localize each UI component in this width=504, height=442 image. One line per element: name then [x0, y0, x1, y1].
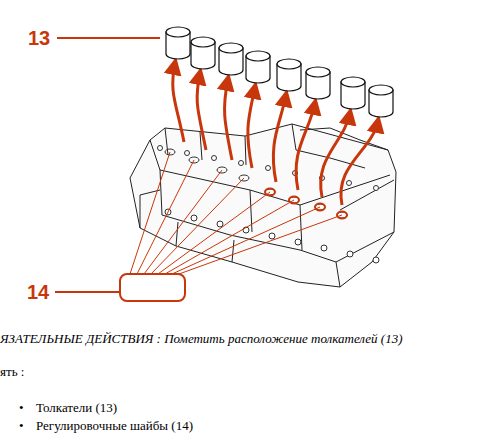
- shim-leader: [151, 178, 244, 274]
- shim-leader: [137, 160, 194, 274]
- bore-ring: [337, 212, 347, 219]
- bore-ring: [265, 189, 275, 196]
- tappet: [341, 77, 365, 109]
- head-bolt: [269, 233, 275, 239]
- removal-arrow: [273, 95, 286, 182]
- note-text: ЯЗАТЕЛЬНЫЕ ДЕЙСТВИЯ : Пометить расположе…: [0, 331, 403, 347]
- head-bolt: [212, 156, 217, 161]
- tappet: [369, 85, 393, 117]
- instruction-text: ять :: [0, 364, 24, 380]
- shim-leader: [165, 200, 294, 274]
- tappet: [219, 43, 243, 75]
- shim-leader: [144, 170, 222, 274]
- tappet: [277, 59, 301, 91]
- head-bolt: [373, 257, 379, 263]
- removal-arrow: [173, 63, 184, 142]
- removal-arrow: [341, 121, 378, 205]
- bore-ring: [289, 197, 299, 204]
- tappet-top: [191, 37, 215, 47]
- removal-arrow: [225, 79, 232, 160]
- tappet-top: [219, 43, 243, 53]
- shim-leader: [130, 152, 170, 274]
- head-bolt: [185, 151, 190, 156]
- bore-ring: [315, 204, 325, 211]
- list-item: Толкатели (13): [36, 400, 117, 416]
- head-bolt: [239, 161, 244, 166]
- head-bolt: [347, 251, 353, 257]
- tappet: [191, 37, 215, 69]
- tappet-top: [277, 59, 301, 69]
- list-item: Регулировочные шайбы (14): [36, 418, 193, 434]
- head-bolt: [266, 166, 271, 171]
- tappet-top: [341, 77, 365, 87]
- callout-number: 13: [28, 27, 50, 50]
- tappet-top: [369, 85, 393, 95]
- head-bolt: [347, 181, 352, 186]
- tappet-top: [306, 67, 330, 77]
- cylinder-head: [130, 124, 396, 287]
- head-bolt: [217, 221, 223, 227]
- removal-arrow: [296, 103, 315, 190]
- tappet-top: [166, 27, 190, 37]
- leader-line: [57, 37, 160, 39]
- tappet: [166, 27, 190, 59]
- callout-number: 14: [27, 281, 49, 304]
- adjusting-shim: [120, 274, 185, 301]
- head-bolt: [374, 186, 379, 191]
- head-bolt: [191, 215, 197, 221]
- leader-line: [55, 291, 119, 293]
- removal-arrow: [197, 73, 206, 150]
- removal-arrow: [248, 87, 255, 168]
- removal-arrow: [321, 113, 350, 197]
- shim-leader: [172, 207, 320, 274]
- shim-leader: [179, 215, 342, 274]
- head-bolt: [158, 146, 163, 151]
- head-bolt: [321, 245, 327, 251]
- tappet: [246, 51, 270, 83]
- tappet: [306, 67, 330, 99]
- head-bolt: [295, 239, 301, 245]
- tappet-top: [246, 51, 270, 61]
